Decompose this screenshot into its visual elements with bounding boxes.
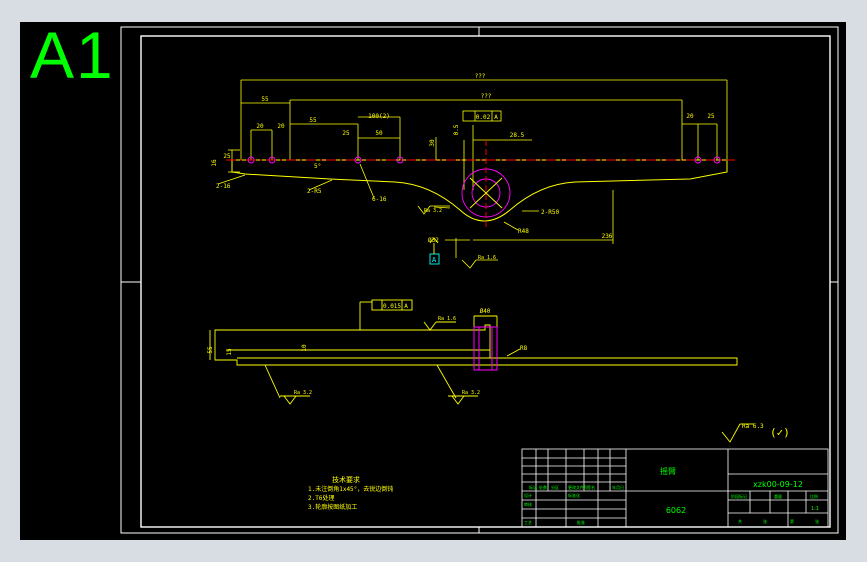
dim-side-10: 10 <box>301 344 308 352</box>
dim-20-right: 20 <box>686 113 694 120</box>
tb-label-8: 审核 <box>524 501 532 507</box>
tb-label-9: 工艺 <box>524 520 532 525</box>
dim-50: 50 <box>375 130 383 137</box>
dim-height-mid: 25 <box>223 153 231 160</box>
tb-label-14: 共 <box>738 518 742 524</box>
label-angle: 5° <box>314 163 321 170</box>
dim-55: 55 <box>309 117 317 124</box>
dim-spacing: 100(2) <box>368 113 390 120</box>
scale: 1:1 <box>811 506 819 512</box>
tb-label-5: 年月日 <box>612 484 624 490</box>
general-roughness: Ra 6.3 <box>742 423 764 430</box>
label-r-right: 2-R50 <box>541 209 559 216</box>
label-hole-group: 6-16 <box>372 196 387 203</box>
sheet-size-label: A1 <box>30 18 115 92</box>
datum-a-label: A <box>432 256 437 264</box>
tech-req-3: 3.轮廓按图纸加工 <box>308 503 357 511</box>
label-r48: R48 <box>518 228 529 235</box>
tb-label-11: 阶段标记 <box>731 493 747 499</box>
tb-label-15: 张 <box>763 518 767 524</box>
dimension-labels: ??? ??? 55 20 20 55 100(2) 25 50 20 25 1… <box>207 73 790 439</box>
drawing-number: xzk00-09-12 <box>753 480 803 489</box>
dim-20a: 20 <box>256 123 264 130</box>
gdt-flatness: 0.02 <box>476 114 491 121</box>
dim-30: 30 <box>429 139 436 147</box>
tb-label-16: 第 <box>790 518 794 524</box>
tech-req-2: 2.T6处理 <box>308 494 334 502</box>
dim-d40: Ø40 <box>480 308 491 315</box>
tb-label-6: 设计 <box>524 492 532 498</box>
cad-viewport[interactable] <box>20 22 846 540</box>
title-block <box>521 448 829 528</box>
tech-req-1: 1.未注倒角1x45°，去锐边倒钝 <box>308 485 393 493</box>
technical-requirements: 技术要求 1.未注倒角1x45°，去锐边倒钝 2.T6处理 3.轮廓按图纸加工 <box>308 475 393 511</box>
label-side-r: R8 <box>520 345 528 352</box>
side-view <box>209 299 754 443</box>
rough-top-a: Ra 3.2 <box>424 208 442 214</box>
tb-label-13: 比例 <box>810 493 818 499</box>
tb-label-12: 重量 <box>774 493 782 499</box>
dim-side-height: 55 <box>207 346 214 354</box>
rough-side-mid: Ra 3.2 <box>462 390 480 396</box>
tb-label-3: 更改文件号 <box>568 484 588 490</box>
tb-label-17: 张 <box>815 518 819 524</box>
dim-overall: ??? <box>475 73 486 80</box>
rough-side-left: Ra 3.2 <box>294 390 312 396</box>
top-view <box>217 79 728 269</box>
tb-label-4: 签名 <box>587 484 595 490</box>
title-block-text: 摇臂 xzk00-09-12 6062 1:1 标记 处数 分区 更改文件号 签… <box>524 466 819 525</box>
tb-label-7: 标准化 <box>568 492 580 498</box>
general-roughness-mark: (✓) <box>770 426 790 439</box>
part-name: 摇臂 <box>660 466 676 476</box>
gdt-parallel: 0.015 <box>383 303 401 310</box>
rough-side-top: Ra 1.6 <box>438 316 456 322</box>
dim-height-left: 16 <box>211 159 218 167</box>
dim-left-offset: 55 <box>261 96 269 103</box>
dim-25-right: 25 <box>707 113 715 120</box>
dim-side-15: 15 <box>226 348 233 356</box>
material: 6062 <box>666 506 686 515</box>
dim-span: ??? <box>481 93 492 100</box>
label-holes: 2-16 <box>216 183 231 190</box>
holes <box>247 140 721 230</box>
side-bore <box>473 326 498 371</box>
tb-label-2: 分区 <box>551 484 559 490</box>
tb-label-10: 批准 <box>577 519 585 525</box>
label-bore: Ø32 <box>428 237 439 244</box>
gdt-datum-top: A <box>494 114 498 121</box>
label-r-left: 2-R5 <box>307 188 322 195</box>
dim-vertical-tol: 0.5 <box>453 124 460 135</box>
dim-25: 25 <box>342 130 350 137</box>
tech-req-title: 技术要求 <box>332 475 360 484</box>
tb-label-1: 处数 <box>539 484 547 490</box>
dim-bore-tol: 28.5 <box>510 132 525 139</box>
datum-a <box>429 237 440 265</box>
dim-20b: 20 <box>277 123 285 130</box>
dim-236: 236 <box>602 233 613 240</box>
tb-label-0: 标记 <box>529 484 537 490</box>
rough-top-b: Ra 1.6 <box>478 255 496 261</box>
gdt-datum-side: A <box>404 303 408 310</box>
drawing-frame <box>120 26 839 534</box>
